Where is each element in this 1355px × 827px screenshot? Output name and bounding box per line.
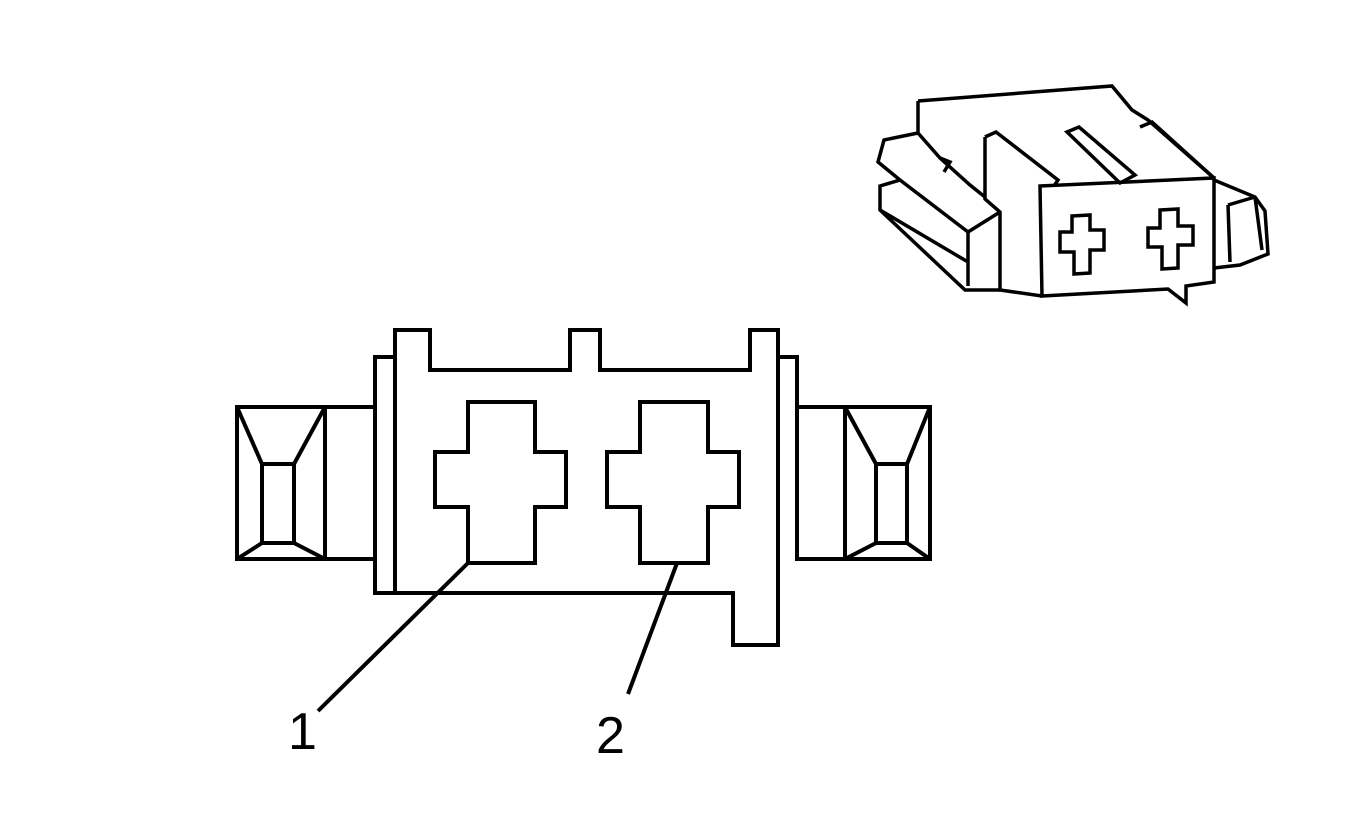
connector-isometric-view <box>876 84 1270 307</box>
right-latch <box>795 405 932 561</box>
iso-front-face <box>1038 176 1216 307</box>
iso-left-edge <box>916 101 987 199</box>
right-shoulder <box>778 355 799 555</box>
iso-terminal-cavity-2 <box>1146 207 1195 271</box>
terminal-cavity-1 <box>433 400 568 565</box>
leader-line-1 <box>316 561 470 713</box>
iso-left-latch <box>876 131 1001 292</box>
iso-terminal-cavity-1 <box>1058 213 1106 276</box>
callout-label-1: 1 <box>288 703 317 761</box>
iso-ridge-left <box>984 129 1061 187</box>
left-latch <box>235 405 377 561</box>
iso-rib-middle <box>1063 124 1139 186</box>
callout-label-2: 2 <box>596 707 625 765</box>
connector-end-view <box>235 328 932 713</box>
iso-ridge-right <box>1139 119 1216 180</box>
terminal-cavity-2 <box>605 400 741 565</box>
left-shoulder <box>373 355 395 595</box>
connector-housing <box>393 328 780 647</box>
leader-line-2 <box>626 562 679 695</box>
iso-right-latch <box>1213 178 1270 270</box>
